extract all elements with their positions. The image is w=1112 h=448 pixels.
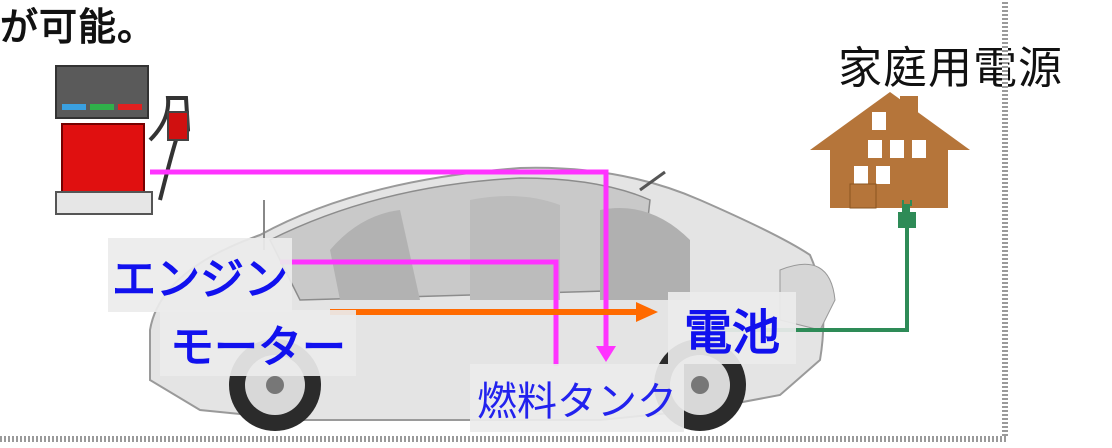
header-text: が可能。 (0, 5, 157, 49)
battery-label: 電池 (668, 292, 796, 364)
power-flow-arrowhead (636, 302, 658, 322)
house-power-label: 家庭用電源 (838, 43, 1063, 94)
house-icon (810, 92, 970, 209)
motor-label: モーター (160, 310, 356, 376)
fuel-line-arrowhead (596, 346, 616, 362)
engine-label: エンジン (108, 238, 292, 312)
plug-icon (898, 200, 916, 228)
gas-pump-icon (55, 65, 191, 215)
fuel-line-pump-to-tank (150, 169, 609, 348)
fuel-tank-label: 燃料タンク (470, 364, 684, 432)
frame-border-bottom (0, 436, 1008, 442)
fuel-line-tank-to-engine (280, 259, 559, 366)
frame-border-right (1002, 0, 1008, 440)
